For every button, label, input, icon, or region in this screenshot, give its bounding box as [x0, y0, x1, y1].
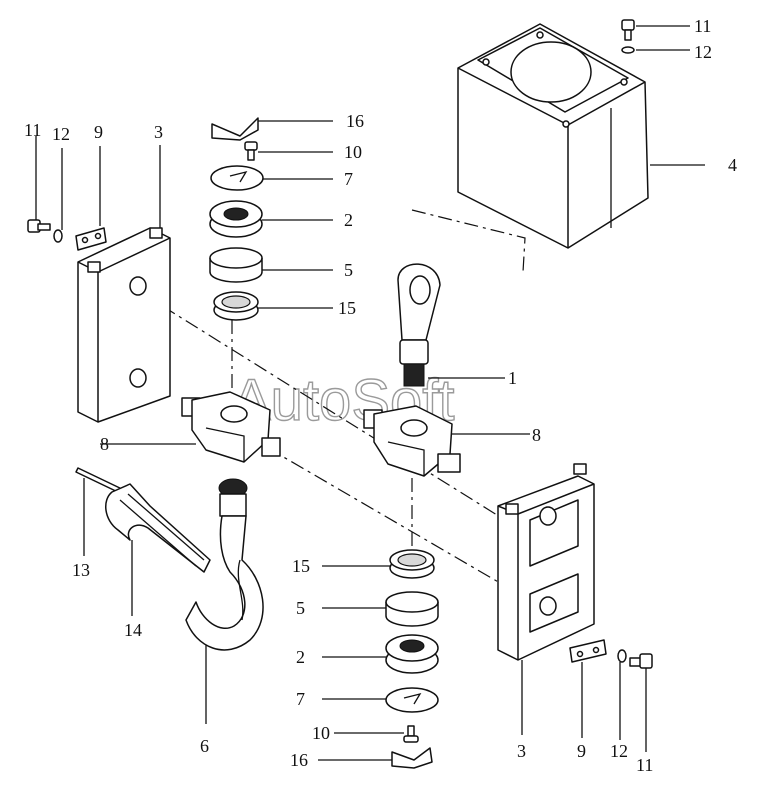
ring-5-top [209, 247, 263, 283]
screw-10-bottom [403, 725, 419, 743]
bearing-15-bottom [389, 549, 435, 579]
label-12-left: 12 [52, 124, 70, 144]
label-13: 13 [72, 560, 90, 580]
label-5-bottom: 5 [296, 598, 305, 618]
label-12-right: 12 [610, 741, 628, 761]
label-11-top: 11 [694, 16, 711, 36]
label-4: 4 [728, 155, 737, 175]
axis-line-upper [139, 291, 506, 521]
hook-part-6 [185, 478, 264, 651]
ring-5-bottom [385, 591, 439, 627]
label-7-bottom: 7 [296, 689, 305, 709]
washer-12-top [621, 46, 635, 54]
bearing-15-top [213, 291, 259, 321]
label-11-left: 11 [24, 120, 41, 140]
label-9-left: 9 [94, 122, 103, 142]
label-11-right: 11 [636, 755, 653, 775]
label-8-left: 8 [100, 434, 109, 454]
side-plate-3-right [497, 463, 595, 661]
label-10-bottom: 10 [312, 723, 330, 743]
label-7-top: 7 [344, 169, 353, 189]
nut-2-bottom [385, 634, 439, 674]
bolt-11-top [621, 19, 635, 41]
eye-bolt-part-1 [397, 263, 441, 387]
lock-plate-7-top [210, 165, 264, 191]
label-10-top: 10 [344, 142, 362, 162]
nut-2-top [209, 200, 263, 238]
label-16-bottom: 16 [290, 750, 308, 770]
trunnion-8-left [181, 391, 281, 463]
axis-line-lower [267, 447, 501, 584]
label-2-top: 2 [344, 210, 353, 230]
latch-14 [105, 483, 211, 573]
cotter-pin-16-bottom [391, 747, 433, 769]
label-5-top: 5 [344, 260, 353, 280]
label-2-bottom: 2 [296, 647, 305, 667]
plate-9-right [569, 639, 607, 663]
axis-line-housing [411, 209, 526, 273]
side-plate-3-left [77, 227, 171, 423]
plate-9-left [75, 227, 107, 251]
cotter-pin-16-top [211, 117, 259, 141]
label-14: 14 [124, 620, 142, 640]
label-3-left: 3 [154, 122, 163, 142]
washer-12-left [53, 229, 63, 243]
label-12-top: 12 [694, 42, 712, 62]
housing-part-4 [457, 23, 649, 249]
label-8-right: 8 [532, 425, 541, 445]
label-16-top: 16 [346, 111, 364, 131]
bolt-11-right [629, 653, 653, 669]
label-3-right: 3 [517, 741, 526, 761]
label-6: 6 [200, 736, 209, 756]
label-9-right: 9 [577, 741, 586, 761]
lock-plate-7-bottom [385, 687, 439, 713]
washer-12-right [617, 649, 627, 663]
label-15-top: 15 [338, 298, 356, 318]
screw-10-top [244, 141, 258, 161]
label-1: 1 [508, 368, 517, 388]
trunnion-8-right [363, 405, 461, 477]
bolt-11-left [27, 219, 51, 233]
label-15-bottom: 15 [292, 556, 310, 576]
